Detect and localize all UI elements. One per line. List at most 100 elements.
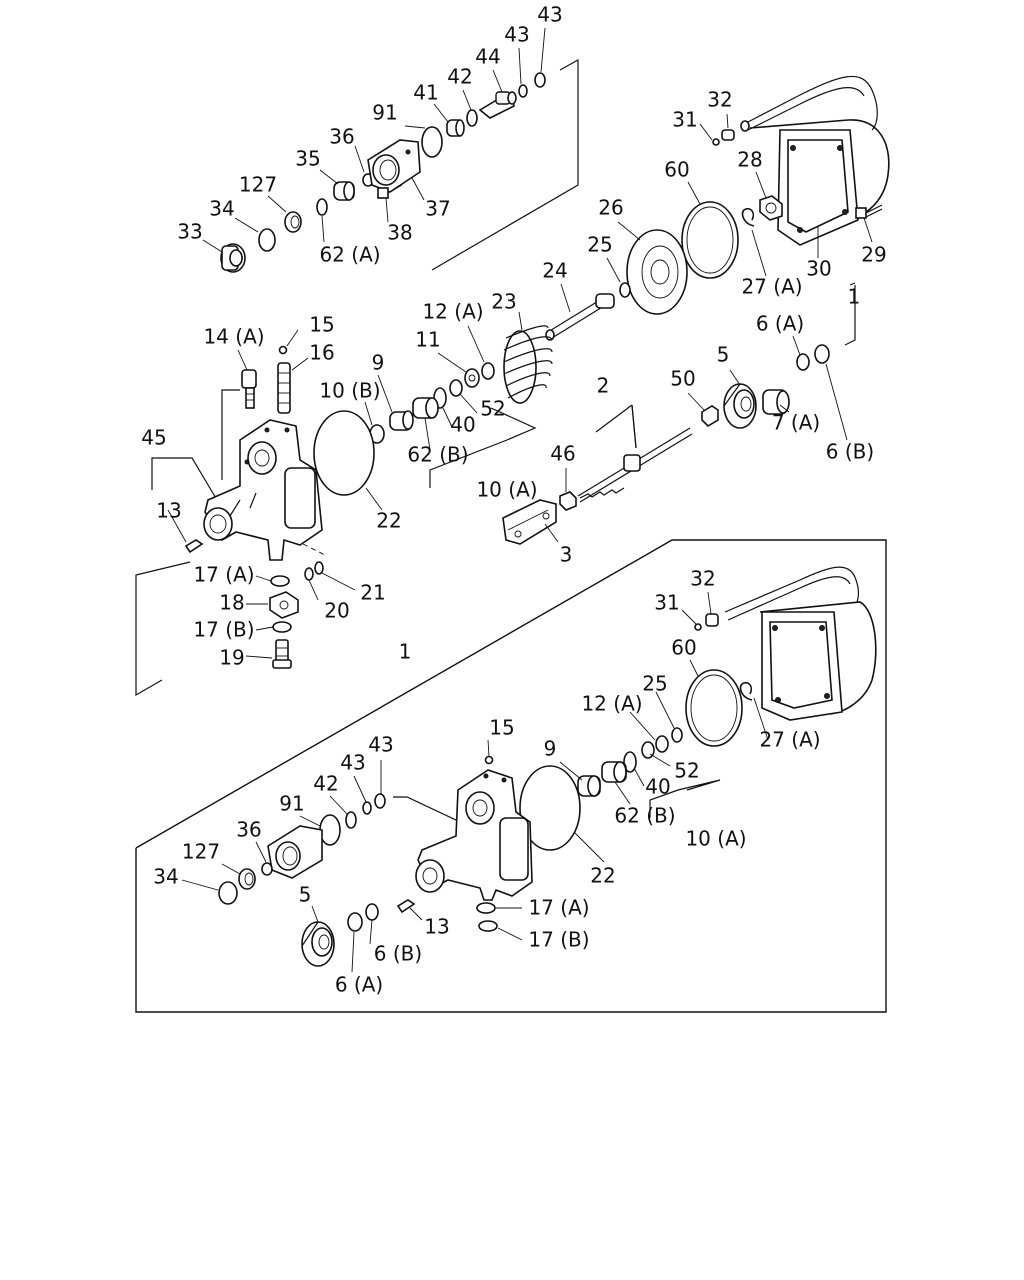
part-29-bolt [855,204,883,219]
inset-callout-22: 22 [590,864,615,888]
part-35-bushing [333,181,355,201]
part-16-spring [277,362,291,414]
part-18-block [269,591,299,619]
inset-part-9-bushing [577,775,601,797]
part-17B-washer [272,621,292,633]
upper-bracket-lines [135,58,856,697]
inset-part-27A-snapring [739,681,753,701]
inset-part-6A-ring [347,912,363,932]
inset-callout-25: 25 [642,672,667,696]
inset-part-17B-washer [478,920,498,932]
part-7A-bushing [762,389,790,415]
callout-28: 28 [737,148,762,172]
callout-7A: 7 (A) [772,411,820,435]
inset-part-22-gasket [519,765,581,851]
part-34-ring [258,228,276,252]
inset-callout-1: 1 [399,640,412,664]
inset-part-13-pin [396,899,416,914]
callout-17B: 17 (B) [193,618,254,642]
callout-1: 1 [848,285,861,309]
callout-25: 25 [587,233,612,257]
inset-callout-62B: 62 (B) [614,804,675,828]
inset-part-31-ball [694,623,702,631]
inset-callout-34: 34 [153,865,178,889]
callout-60: 60 [664,158,689,182]
part-27A-snapring [741,207,755,227]
inset-part-30-chamber [724,566,877,721]
inset-callout-91: 91 [279,792,304,816]
callout-26: 26 [598,196,623,220]
callouts-bottom: 32 31 60 25 12 (A) 27 (A) 1 15 9 52 40 6… [153,567,820,997]
callout-40: 40 [450,413,475,437]
callout-91: 91 [372,101,397,125]
callout-24: 24 [542,259,567,283]
inset-callout-5: 5 [299,883,312,907]
part-31-ball [712,138,720,146]
callout-3: 3 [560,543,573,567]
inset-part-42-ring [345,811,357,829]
inset-callout-127: 127 [182,840,220,864]
inset-callout-43: 43 [368,733,393,757]
part-28-nut [759,195,783,221]
inset-part-43-ring-b [362,801,372,815]
part-26-diaphragm [626,229,688,315]
inset-part-12A-ring [655,735,669,753]
part-43-ring-b [534,72,546,88]
part-43-ring-a [518,84,528,98]
inset-callout-6B: 6 (B) [374,942,422,966]
callout-62A: 62 (A) [319,243,380,267]
part-42-ring [466,109,478,127]
callout-27A: 27 (A) [741,275,802,299]
callout-38: 38 [387,221,412,245]
callout-12A: 12 (A) [422,300,483,324]
part-6B-ring [814,344,830,364]
part-50-fitting [701,405,719,428]
inset-part-52-ring [641,741,655,759]
callout-34: 34 [209,197,234,221]
inset-callout-9: 9 [544,737,557,761]
inset-callout-12A: 12 (A) [581,692,642,716]
part-14A-connector [241,369,257,409]
callout-2: 2 [597,374,610,398]
leader-lines [167,27,873,973]
callout-15: 15 [309,313,334,337]
part-9-bushing [389,410,414,431]
part-3-clevis [502,499,557,545]
part-21-fitting [314,561,324,575]
callout-16: 16 [309,341,334,365]
callout-43-second: 43 [504,23,529,47]
part-25-ring [619,282,631,298]
inset-part-34-ring [218,881,238,905]
callout-29: 29 [861,243,886,267]
part-5-piston [723,383,757,429]
inset-part-5-piston [301,921,335,967]
callout-30: 30 [806,257,831,281]
part-33-plug [220,243,246,273]
inset-part-25-ring [671,727,683,743]
callout-127: 127 [239,173,277,197]
callout-11: 11 [415,328,440,352]
callout-20: 20 [324,599,349,623]
callout-41: 41 [413,81,438,105]
inset-callout-52: 52 [674,759,699,783]
callout-43-top: 43 [537,3,562,27]
callout-23: 23 [491,290,516,314]
inset-callout-10A: 10 (A) [685,827,746,851]
part-46-nut [559,491,577,511]
part-20-fitting [304,567,314,581]
inset-callout-6A: 6 (A) [335,973,383,997]
inset-part-body [415,769,533,901]
part-60-ring [681,201,739,279]
callout-37: 37 [425,197,450,221]
inset-part-40-ring [623,751,637,773]
inset-part-43-ring-a [374,793,386,809]
part-52-ring [449,379,463,397]
inset-callout-31: 31 [654,591,679,615]
callout-50: 50 [670,367,695,391]
part-62B-bushing [412,397,439,419]
callout-22: 22 [376,509,401,533]
callout-10B: 10 (B) [319,379,380,403]
callout-5: 5 [717,343,730,367]
callout-17A: 17 (A) [193,563,254,587]
